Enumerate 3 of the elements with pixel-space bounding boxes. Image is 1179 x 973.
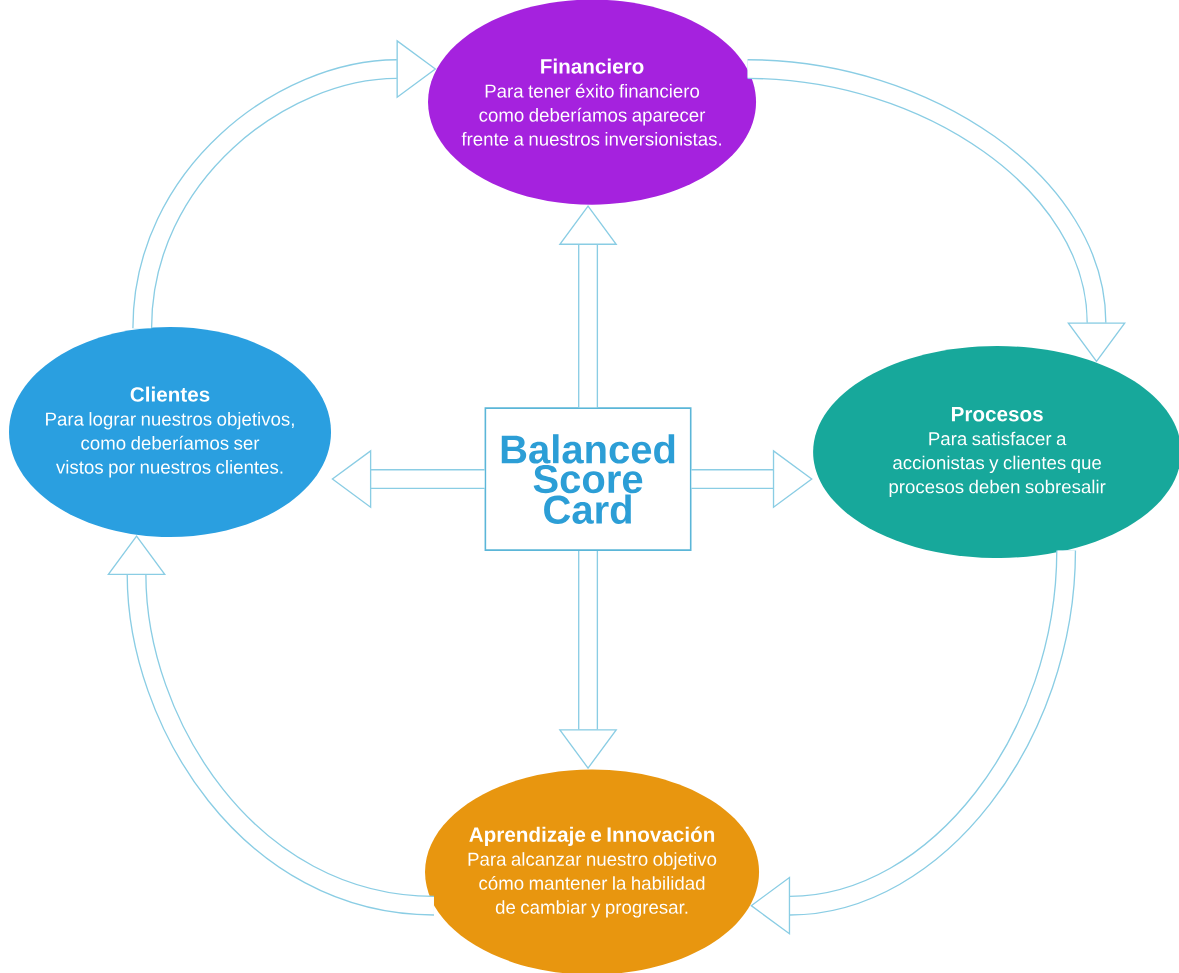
block-arrow [750, 549, 1077, 936]
block-arrow [132, 39, 437, 329]
title-box: Balanced Score Card [484, 407, 692, 551]
